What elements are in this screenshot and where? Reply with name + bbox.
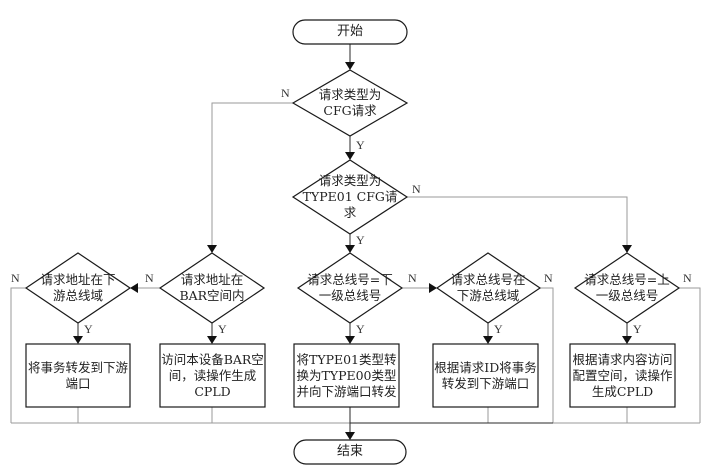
no-label-addr-downstream: N xyxy=(11,271,20,285)
arrowhead xyxy=(622,336,632,344)
decision-bus-downstream-label: 请求总线号在 下游总线域 xyxy=(450,272,526,303)
yes-label-bus-next: Y xyxy=(356,322,365,336)
arrowhead xyxy=(345,245,355,253)
no-label-bus-upper: N xyxy=(683,271,692,285)
decision-bus-upper xyxy=(573,252,681,324)
process-forward-downstream-label: 将事务转发到下游 端口 xyxy=(27,360,128,391)
process-access-bar xyxy=(159,343,266,408)
arrowhead xyxy=(345,336,355,344)
process-access-config xyxy=(569,343,676,408)
decision-bus-downstream xyxy=(435,252,542,324)
end-label: 结束 xyxy=(336,444,363,459)
no-label-is-type01: N xyxy=(412,182,421,196)
arrowhead xyxy=(130,283,138,293)
connector-cfg-no xyxy=(211,102,293,246)
end-terminal xyxy=(293,439,407,465)
arrowhead xyxy=(345,152,355,160)
arrowhead xyxy=(622,245,632,253)
yes-label-bus-upper: Y xyxy=(633,322,642,336)
decision-addr-bar-label: 请求地址在 BAR空间内 xyxy=(179,272,245,303)
no-label-is-cfg: N xyxy=(281,86,290,100)
decision-bus-upper-label: 请求总线号=上 一级总线号 xyxy=(584,272,670,303)
yes-label-is-type01: Y xyxy=(356,233,365,247)
decision-addr-downstream-label: 请求地址在下 游总线域 xyxy=(40,272,116,303)
yes-label-bus-downstream: Y xyxy=(494,322,503,336)
connector-bus-downstream-no xyxy=(540,287,554,423)
no-label-addr-bar: N xyxy=(145,271,154,285)
process-route-by-id xyxy=(432,343,539,408)
decision-is-cfg-label: 请求类型为 CFG请求 xyxy=(318,87,382,118)
connector-type01-no xyxy=(407,196,628,246)
yes-label-is-cfg: Y xyxy=(356,138,365,152)
yes-label-addr-bar: Y xyxy=(218,322,227,336)
arrowhead xyxy=(207,245,217,253)
arrowhead xyxy=(345,62,355,70)
no-label-bus-next: N xyxy=(408,271,417,285)
process-convert-type-label: 将TYPE01类型转 换为TYPE00类型 并向下游端口转发 xyxy=(296,352,397,399)
arrowhead xyxy=(207,336,217,344)
yes-label-addr-downstream: Y xyxy=(84,322,93,336)
decision-addr-downstream xyxy=(24,252,132,324)
connector-addr-downstream-no xyxy=(10,287,26,423)
decision-is-type01-label: 请求类型为 TYPE01 CFG请 求 xyxy=(302,173,398,220)
process-route-by-id-label: 根据请求ID将事务 转发到下游端口 xyxy=(434,360,537,391)
start-label: 开始 xyxy=(336,24,363,39)
connector-bus-upper-no xyxy=(679,287,701,423)
arrowhead xyxy=(429,283,437,293)
decision-is-cfg xyxy=(291,69,409,137)
decision-addr-bar xyxy=(158,252,266,324)
decision-is-type01 xyxy=(291,159,409,235)
arrowhead xyxy=(483,336,493,344)
process-access-bar-label: 访问本设备BAR空 间，读操作生成 CPLD xyxy=(161,352,264,399)
decision-bus-next xyxy=(296,252,404,324)
arrowhead xyxy=(345,432,355,440)
start-terminal xyxy=(292,19,408,45)
process-forward-downstream xyxy=(25,343,131,408)
process-access-config-label: 根据请求内容访问 配置空间，读操作 生成CPLD xyxy=(572,352,673,399)
no-label-bus-downstream: N xyxy=(544,271,553,285)
arrowhead xyxy=(73,336,83,344)
decision-bus-next-label: 请求总线号=下 一级总线号 xyxy=(307,272,393,303)
process-convert-type xyxy=(293,343,400,408)
